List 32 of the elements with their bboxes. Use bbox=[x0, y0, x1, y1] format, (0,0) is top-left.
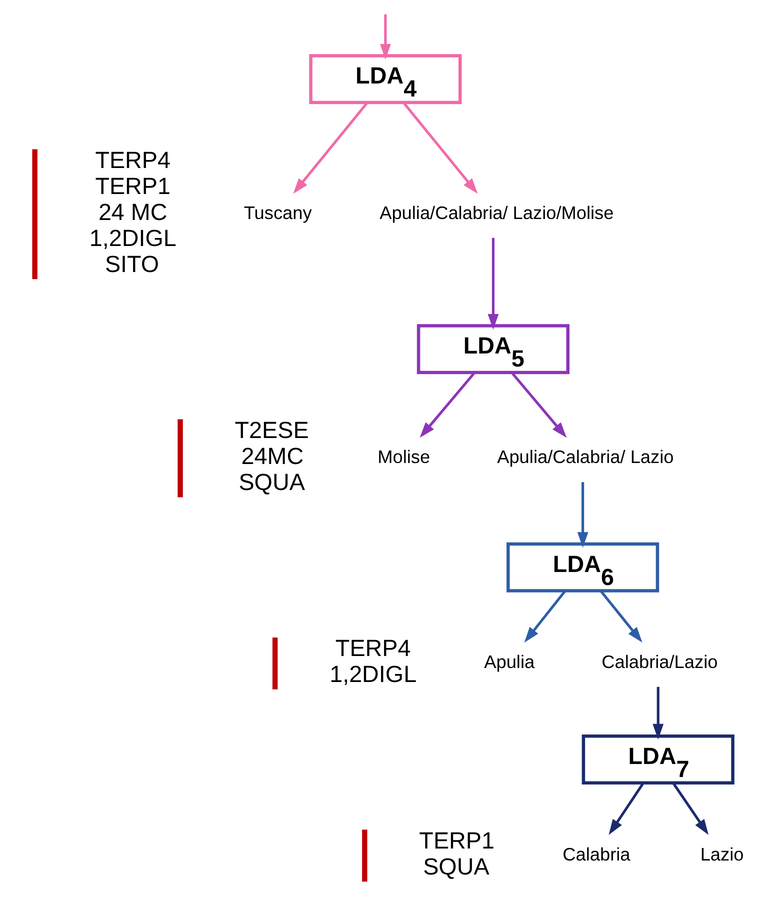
node-text: Calabria/Lazio bbox=[602, 652, 718, 672]
label: SQUA bbox=[238, 468, 305, 495]
arrow bbox=[511, 372, 567, 438]
arrow bbox=[524, 590, 566, 643]
node-text: Molise bbox=[378, 447, 430, 468]
arrow bbox=[652, 686, 664, 740]
arrow bbox=[402, 102, 478, 194]
arrow bbox=[488, 238, 499, 330]
arrow bbox=[577, 482, 588, 548]
arrow bbox=[672, 782, 709, 835]
label: 24MC bbox=[241, 442, 304, 469]
label: 1,2DIGL bbox=[330, 661, 417, 688]
node-text: Tuscany bbox=[244, 202, 312, 223]
node-text: Apulia/Calabria/ Lazio/Molise bbox=[380, 202, 614, 223]
node-text: Apulia/Calabria/ Lazio bbox=[497, 447, 674, 468]
arrow bbox=[420, 372, 476, 438]
label: TERP4 bbox=[335, 635, 411, 662]
arrow bbox=[380, 14, 391, 60]
node-text: Calabria bbox=[562, 844, 630, 864]
label: SQUA bbox=[423, 853, 490, 880]
arrow bbox=[293, 102, 368, 194]
label: 24 MC bbox=[98, 198, 168, 225]
label: T2ESE bbox=[234, 417, 309, 443]
arrow bbox=[600, 590, 642, 643]
label: 1,2DIGL bbox=[89, 224, 176, 251]
label: TERP4 bbox=[95, 146, 171, 173]
node-text: Apulia bbox=[484, 652, 535, 672]
label: TERP1 bbox=[419, 827, 494, 854]
label: SITO bbox=[104, 250, 160, 277]
label: TERP1 bbox=[95, 172, 171, 199]
arrow bbox=[608, 782, 644, 835]
node-text: Lazio bbox=[700, 844, 744, 864]
